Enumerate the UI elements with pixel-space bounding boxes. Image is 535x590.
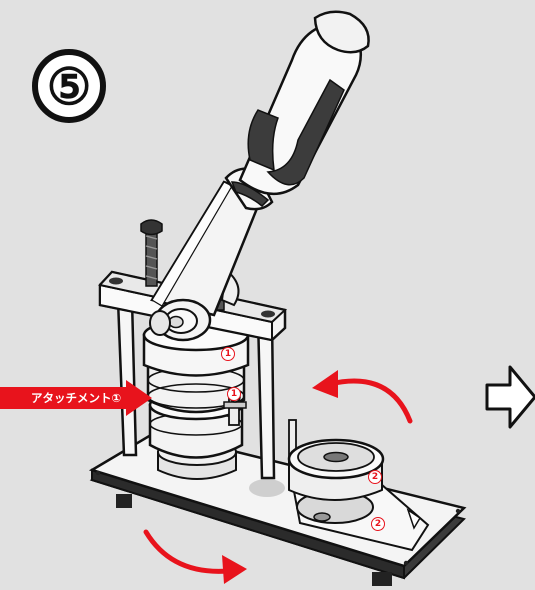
die-cup [287,438,385,501]
attachment-marker-2-cup: 2 [368,470,382,484]
step-number-label: ⑤ [46,59,92,115]
callout-arrowhead-icon [126,380,153,416]
step-number-badge: ⑤ [32,49,106,123]
pivot-pin [149,298,212,342]
lever-arm [150,167,274,317]
attachment-callout: アタッチメント① [0,380,153,416]
attachment-marker-1-top: 1 [221,347,235,361]
attachment-stack [142,318,250,480]
attachment-marker-1-side: 1 [227,387,241,401]
outline-right-arrow-icon [485,365,535,429]
handle [238,10,370,196]
attachment-marker-2-plate: 2 [371,517,385,531]
attachment-callout-label: アタッチメント① [0,387,128,409]
curved-arrow-icon [143,370,413,584]
